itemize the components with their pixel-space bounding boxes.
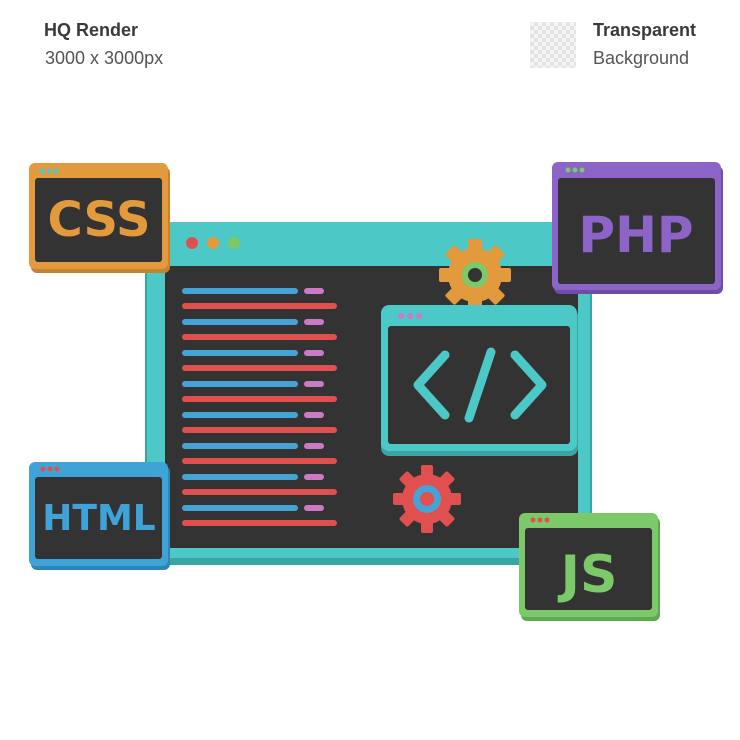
css-badge: CSS (29, 163, 170, 273)
transparent-checker-icon (530, 22, 576, 68)
php-badge: PHP (552, 162, 723, 294)
js-badge: JS (519, 513, 660, 621)
js-label: JS (558, 545, 618, 605)
code-lines (182, 288, 337, 526)
window-dot-green (228, 237, 240, 249)
render-title: HQ Render (44, 20, 139, 40)
html-badge: HTML (29, 462, 170, 570)
background-title: Transparent (593, 20, 697, 40)
css-label: CSS (47, 192, 150, 248)
window-dot-red (186, 237, 198, 249)
render-size: 3000 x 3000px (45, 48, 164, 68)
php-label: PHP (578, 206, 693, 264)
html-label: HTML (42, 498, 155, 539)
gear-icon (439, 239, 511, 311)
gear-icon (393, 465, 461, 533)
background-sub: Background (593, 48, 690, 68)
code-brackets-icon (413, 347, 547, 423)
window-dot-orange (207, 237, 219, 249)
code-bracket-window (381, 305, 578, 456)
